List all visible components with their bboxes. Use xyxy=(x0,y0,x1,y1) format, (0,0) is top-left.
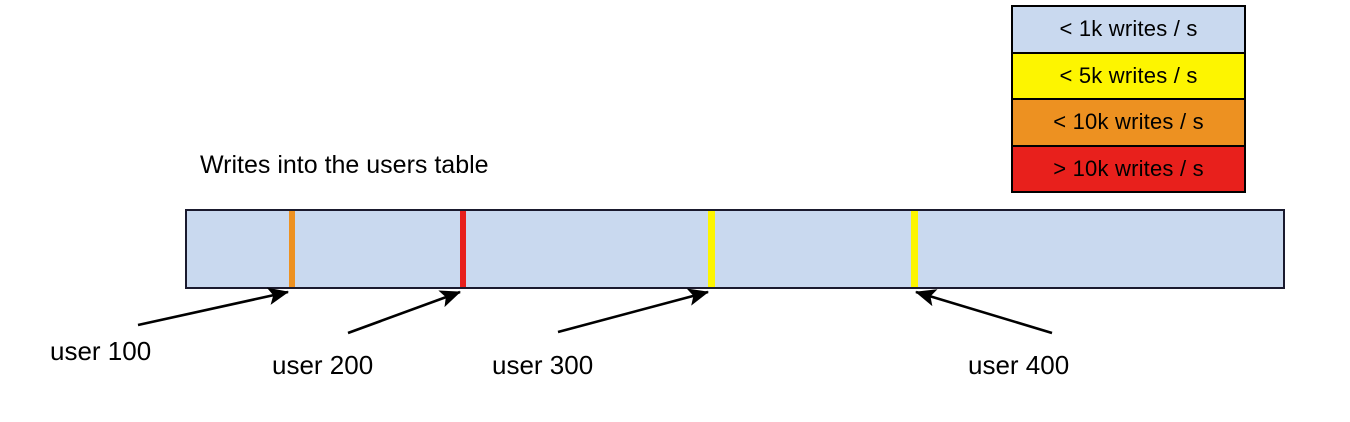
page-title: Writes into the users table xyxy=(200,151,489,179)
hotspot-stripe xyxy=(460,211,466,287)
legend-item: < 10k writes / s xyxy=(1013,100,1244,147)
legend-item: < 1k writes / s xyxy=(1013,7,1244,54)
legend-item-label: < 5k writes / s xyxy=(1059,62,1198,88)
callout-arrow-icon xyxy=(137,287,290,327)
legend-item: < 5k writes / s xyxy=(1013,53,1244,100)
callout-label: user 200 xyxy=(272,350,374,380)
hotspot-stripe xyxy=(911,211,918,287)
callout-arrow-icon xyxy=(557,288,710,334)
legend: < 1k writes / s < 5k writes / s < 10k writ… xyxy=(1011,5,1246,193)
hotspot-stripe xyxy=(289,211,295,287)
legend-item-label: < 10k writes / s xyxy=(1053,109,1204,135)
legend-item-label: > 10k writes / s xyxy=(1053,155,1204,181)
callout-label: user 300 xyxy=(492,350,594,380)
callout-label: user 100 xyxy=(50,336,152,366)
callout-arrow-icon xyxy=(347,290,461,335)
callout-arrow-icon xyxy=(915,289,1053,335)
hotspot-stripe xyxy=(708,211,715,287)
legend-item: > 10k writes / s xyxy=(1013,146,1244,191)
legend-item-label: < 1k writes / s xyxy=(1059,16,1198,42)
users-table-bar xyxy=(185,209,1285,289)
callout-label: user 400 xyxy=(968,350,1070,380)
